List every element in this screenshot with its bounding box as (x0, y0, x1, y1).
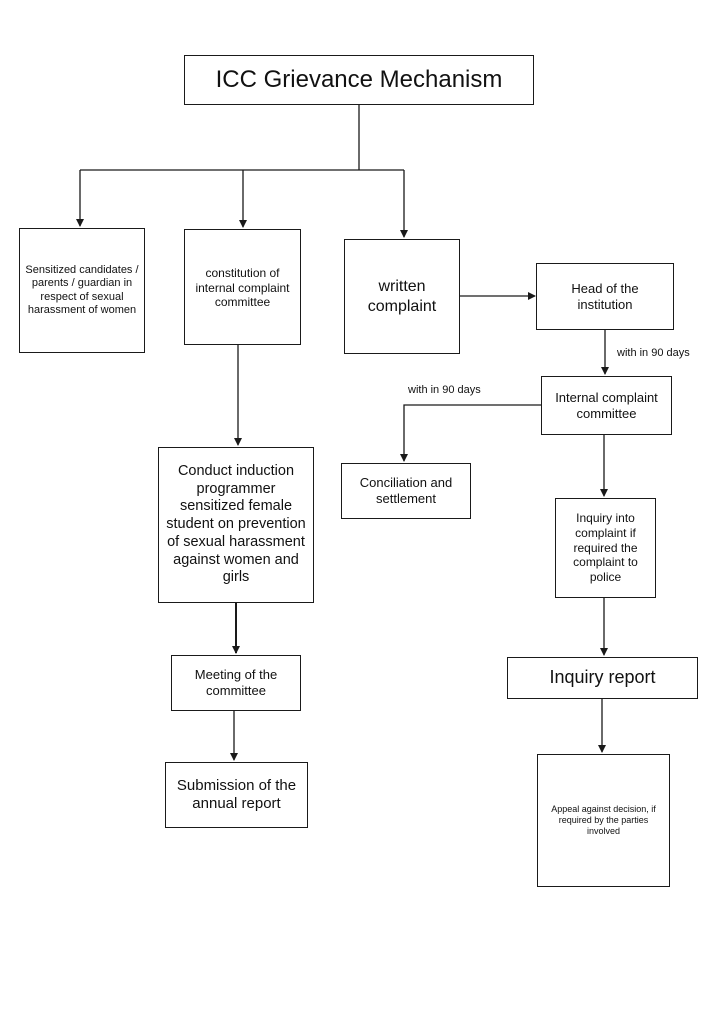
node-meeting-text: Meeting of the committee (194, 667, 278, 698)
diagram-title-box: ICC Grievance Mechanism (184, 55, 534, 105)
node-submission-text: Submission of the annual report (176, 776, 297, 812)
node-inquiry-text: Inquiry into complaint if required the c… (573, 511, 638, 584)
node-induction-programme-text: Conduct induction programmer sensitized … (166, 463, 306, 586)
node-internal-complaint-committee: Internal complaint committee (541, 376, 672, 435)
node-internal-complaint-committee-text: Internal complaint committee (555, 389, 658, 421)
node-head-institution: Head of the institution (536, 263, 674, 330)
node-meeting: Meeting of the committee (171, 655, 301, 711)
arrow-icc-to-conciliation (400, 404, 541, 462)
node-constitution: constitution of internal complaint commi… (184, 229, 301, 345)
node-written-complaint: written complaint (344, 239, 460, 354)
node-inquiry: Inquiry into complaint if required the c… (555, 498, 656, 598)
node-conciliation-text: Conciliation and settlement (359, 475, 453, 506)
node-head-institution-text: Head of the institution (571, 280, 639, 312)
diagram-title: ICC Grievance Mechanism (215, 66, 503, 94)
node-induction-programme: Conduct induction programmer sensitized … (158, 447, 314, 603)
node-sensitized: Sensitized candidates / parents / guardi… (19, 228, 145, 353)
node-constitution-text: constitution of internal complaint commi… (195, 266, 290, 310)
edge-label-head-to-icc: with in 90 days (617, 347, 690, 359)
node-conciliation: Conciliation and settlement (341, 463, 471, 519)
node-inquiry-report: Inquiry report (507, 657, 698, 699)
node-sensitized-text: Sensitized candidates / parents / guardi… (25, 263, 139, 316)
node-submission: Submission of the annual report (165, 762, 308, 828)
node-appeal: Appeal against decision, if required by … (537, 754, 670, 887)
node-written-complaint-text: written complaint (367, 277, 437, 315)
node-inquiry-report-text: Inquiry report (549, 667, 656, 688)
edge-label-icc-to-conciliation: with in 90 days (408, 384, 481, 396)
node-appeal-text: Appeal against decision, if required by … (551, 804, 656, 836)
